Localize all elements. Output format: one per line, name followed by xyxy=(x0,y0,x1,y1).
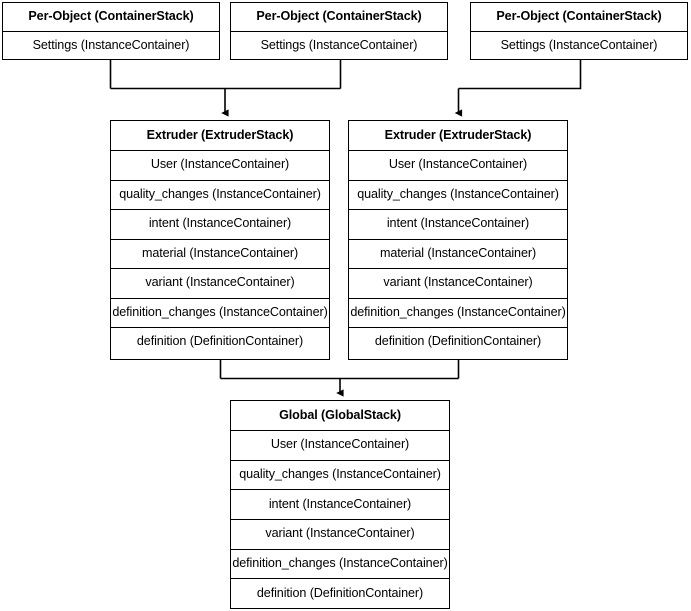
extruder-stack-2-row-quality-changes[interactable]: quality_changes (InstanceContainer) xyxy=(349,179,567,209)
extruder-stack-1-row-definition[interactable]: definition (DefinitionContainer) xyxy=(111,327,329,357)
extruder-stack-2-row-definition-changes[interactable]: definition_changes (InstanceContainer) xyxy=(349,297,567,327)
extruder-stack-1-row-quality-changes[interactable]: quality_changes (InstanceContainer) xyxy=(111,179,329,209)
global-stack-header: Global (GlobalStack) xyxy=(231,401,449,430)
global-stack-row-quality-changes[interactable]: quality_changes (InstanceContainer) xyxy=(231,459,449,490)
per-object-stack-3-header: Per-Object (ContainerStack) xyxy=(471,3,687,31)
extruder-stack-1[interactable]: Extruder (ExtruderStack) User (InstanceC… xyxy=(110,120,330,360)
global-stack-row-user[interactable]: User (InstanceContainer) xyxy=(231,429,449,460)
per-object-stack-1-row-settings[interactable]: Settings (InstanceContainer) xyxy=(3,31,219,59)
extruder-stack-1-header: Extruder (ExtruderStack) xyxy=(111,121,329,150)
extruder-stack-1-row-variant[interactable]: variant (InstanceContainer) xyxy=(111,268,329,298)
extruder-stack-1-row-user[interactable]: User (InstanceContainer) xyxy=(111,150,329,180)
extruder-stack-1-row-intent[interactable]: intent (InstanceContainer) xyxy=(111,209,329,239)
extruder-stack-2-row-definition[interactable]: definition (DefinitionContainer) xyxy=(349,327,567,357)
extruder-stack-2-row-variant[interactable]: variant (InstanceContainer) xyxy=(349,268,567,298)
extruder-stack-2-row-material[interactable]: material (InstanceContainer) xyxy=(349,238,567,268)
extruder-stack-2-row-user[interactable]: User (InstanceContainer) xyxy=(349,150,567,180)
global-stack-row-definition[interactable]: definition (DefinitionContainer) xyxy=(231,578,449,609)
per-object-stack-1[interactable]: Per-Object (ContainerStack) Settings (In… xyxy=(2,2,220,60)
extruder-stack-1-row-material[interactable]: material (InstanceContainer) xyxy=(111,238,329,268)
per-object-stack-3[interactable]: Per-Object (ContainerStack) Settings (In… xyxy=(470,2,688,60)
extruder-stack-2-header: Extruder (ExtruderStack) xyxy=(349,121,567,150)
per-object-stack-3-row-settings[interactable]: Settings (InstanceContainer) xyxy=(471,31,687,59)
per-object-stack-2-row-settings[interactable]: Settings (InstanceContainer) xyxy=(231,31,447,59)
global-stack-row-definition-changes[interactable]: definition_changes (InstanceContainer) xyxy=(231,548,449,579)
global-stack[interactable]: Global (GlobalStack) User (InstanceConta… xyxy=(230,400,450,609)
extruder-stack-2[interactable]: Extruder (ExtruderStack) User (InstanceC… xyxy=(348,120,568,360)
global-stack-row-intent[interactable]: intent (InstanceContainer) xyxy=(231,489,449,519)
per-object-stack-2[interactable]: Per-Object (ContainerStack) Settings (In… xyxy=(230,2,448,60)
extruder-stack-2-row-intent[interactable]: intent (InstanceContainer) xyxy=(349,209,567,239)
per-object-stack-1-header: Per-Object (ContainerStack) xyxy=(3,3,219,31)
global-stack-row-variant[interactable]: variant (InstanceContainer) xyxy=(231,518,449,549)
extruder-stack-1-row-definition-changes[interactable]: definition_changes (InstanceContainer) xyxy=(111,297,329,327)
per-object-stack-2-header: Per-Object (ContainerStack) xyxy=(231,3,447,31)
connector-perobject3-path xyxy=(458,60,582,90)
